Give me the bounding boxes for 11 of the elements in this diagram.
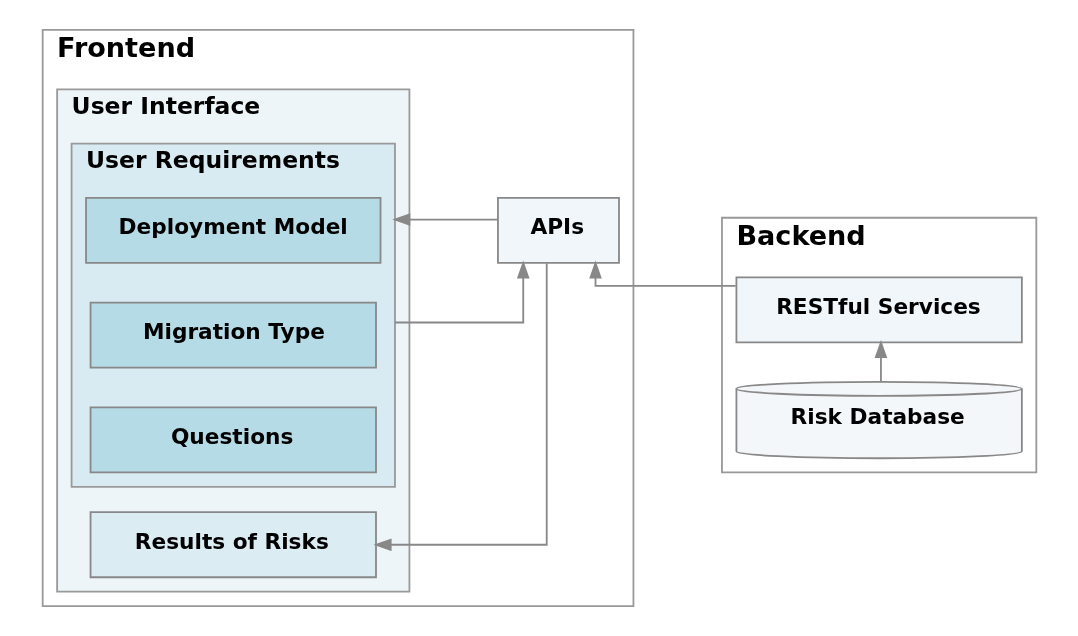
arrow (373, 262, 548, 552)
node-box: APIs (496, 196, 620, 264)
node-box: Questions (89, 406, 377, 474)
node-box: Migration Type (89, 301, 377, 369)
arrow (391, 213, 498, 226)
arrow (393, 260, 530, 324)
arrow (874, 339, 887, 383)
node-box: RESTful Services (735, 276, 1023, 344)
node-box: Results of Risks (89, 511, 377, 579)
arrow (588, 260, 737, 287)
node-box: Deployment Model (84, 196, 381, 264)
